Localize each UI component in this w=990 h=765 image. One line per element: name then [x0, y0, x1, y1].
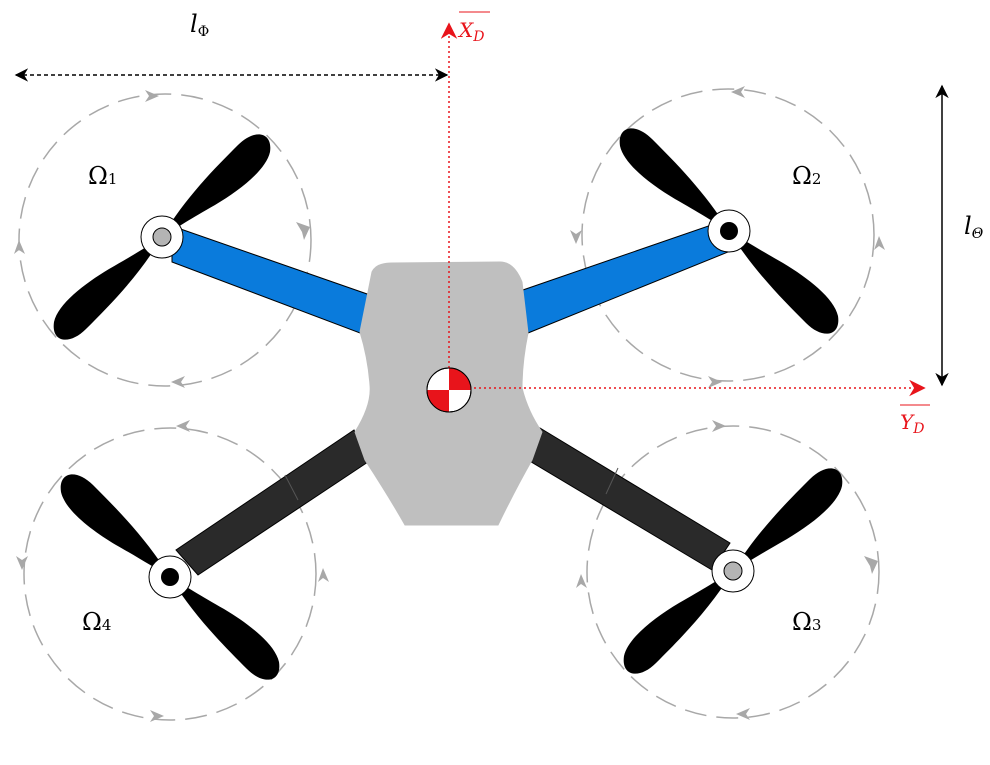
motor-hub — [152, 227, 172, 247]
l-theta-label: lΘ — [964, 212, 984, 242]
omega-1-label: Ω1 — [88, 162, 117, 190]
body-axes — [440, 22, 926, 397]
omega-3-base: Ω — [792, 608, 812, 636]
omega-2-base: Ω — [792, 162, 812, 190]
propeller-icon — [623, 571, 733, 674]
omega-2-label: Ω2 — [792, 162, 821, 190]
rotation-arrow-icon — [150, 710, 164, 722]
y-axis-sub: D — [912, 421, 924, 437]
propeller-1 — [53, 134, 271, 340]
rotation-arrow-icon — [736, 708, 750, 720]
l-phi-label: lΦ — [190, 10, 209, 40]
l-theta-sub: Θ — [972, 226, 984, 242]
l-theta-base: l — [964, 212, 972, 240]
rotation-arrow-icon — [864, 556, 878, 574]
propeller-icon — [162, 134, 271, 237]
rotation-arrow-icon — [145, 90, 159, 102]
rotation-path-2 — [581, 88, 875, 382]
rotation-arrow-icon — [570, 230, 582, 244]
rotation-arrow-icon — [14, 240, 25, 254]
rotation-arrow-icon — [296, 222, 310, 240]
rotation-arrow-icon — [16, 556, 28, 570]
svg-text:YD: YD — [900, 410, 924, 437]
x-axis-sub: D — [472, 29, 484, 45]
rotation-arrow-icon — [708, 376, 722, 388]
omega-4-base: Ω — [82, 608, 102, 636]
omega-4-label: Ω4 — [82, 608, 111, 636]
propeller-icon — [729, 231, 839, 334]
rear-left-arm — [175, 429, 369, 576]
omega-2-sub: 2 — [812, 170, 822, 188]
motor-hub — [161, 568, 179, 586]
propeller-3 — [623, 468, 843, 674]
rotation-arrows — [14, 86, 885, 722]
motor-hub — [720, 222, 738, 240]
rear-right-arm — [527, 427, 731, 571]
x-axis-label: XD — [457, 11, 490, 45]
omega-3-sub: 3 — [812, 616, 822, 634]
rotation-arrow-icon — [874, 236, 885, 250]
arm-joint — [605, 467, 619, 495]
propeller-2 — [619, 128, 839, 334]
rotation-path-4 — [23, 427, 317, 721]
l-phi-sub: Φ — [198, 24, 209, 40]
rotation-arrow-icon — [176, 420, 190, 432]
rotation-paths — [18, 88, 880, 721]
rotation-arrow-icon — [731, 86, 745, 98]
rotation-arrow-icon — [318, 568, 329, 582]
y-axis-label: YD — [900, 404, 930, 437]
motor-hub — [723, 561, 743, 581]
rotation-arrow-icon — [576, 574, 587, 588]
rotation-arrow-icon — [712, 420, 726, 432]
propeller-icon — [733, 468, 843, 571]
rotation-arrow-icon — [171, 376, 185, 388]
l-phi-base: l — [190, 10, 198, 38]
propeller-icon — [53, 237, 162, 340]
front-right-arm — [519, 221, 729, 334]
omega-3-label: Ω3 — [792, 608, 821, 636]
propeller-icon — [619, 128, 729, 231]
omega-4-sub: 4 — [102, 616, 112, 634]
center-of-gravity-icon — [426, 367, 472, 413]
propeller-icon — [170, 577, 280, 680]
arm-joint — [284, 474, 299, 501]
x-axis-base: X — [457, 18, 474, 42]
front-left-arm — [171, 225, 371, 334]
rotation-path-3 — [586, 425, 880, 719]
dimension-lines — [14, 68, 949, 387]
omega-1-sub: 1 — [108, 170, 118, 188]
propeller-4 — [60, 474, 280, 680]
y-axis-base: Y — [900, 410, 915, 434]
propeller-icon — [60, 474, 170, 577]
omega-1-base: Ω — [88, 162, 108, 190]
svg-text:XD: XD — [457, 18, 484, 45]
